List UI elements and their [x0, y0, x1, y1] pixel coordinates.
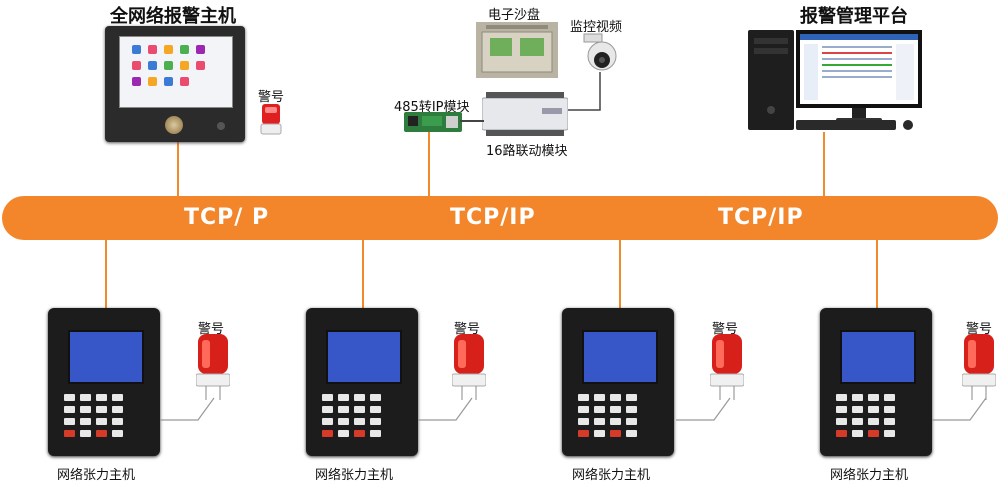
camera-label: 监控视频 [570, 20, 623, 35]
tension-host-alarm-label: 警号 [966, 322, 993, 337]
linkage-module-box [482, 92, 568, 136]
bus-label-2: TCP/IP [450, 205, 536, 230]
host-fingerprint-button [165, 116, 183, 134]
sand-table-image [476, 22, 558, 78]
alarm-lamp-icon [962, 334, 996, 400]
keyboard-icon [796, 120, 896, 130]
tension-host-label: 网络张力主机 [57, 468, 136, 483]
camera-cable [560, 72, 601, 111]
main-host-title: 全网络报警主机 [110, 6, 236, 27]
module-connector [460, 120, 484, 122]
alarm-lamp-icon [452, 334, 486, 400]
tension-host-device [48, 308, 160, 456]
keypad-link-3 [619, 238, 621, 310]
tension-host-label: 网络张力主机 [572, 468, 651, 483]
tcp-ip-bus [2, 196, 998, 240]
sand-table-label: 电子沙盘 [488, 8, 541, 23]
tension-host-screen [840, 330, 916, 384]
tension-host-label: 网络张力主机 [315, 468, 394, 483]
keypad-link-1 [105, 238, 107, 310]
platform-link [823, 132, 825, 198]
tension-host-screen [68, 330, 144, 384]
tension-host-alarm-label: 警号 [198, 322, 225, 337]
mouse-icon [903, 120, 913, 130]
host-touch-screen [119, 36, 233, 108]
tension-host-device [306, 308, 418, 456]
host-alarm-label: 警号 [258, 90, 285, 105]
alarm-lamp-icon [710, 334, 744, 400]
alarm-lamp-icon [196, 334, 230, 400]
ip-module-label: 485转IP模块 [394, 100, 470, 115]
ip-module-board [404, 112, 462, 132]
pc-tower [748, 30, 794, 130]
module-link [428, 132, 430, 198]
platform-title: 报警管理平台 [800, 6, 908, 27]
keypad-link-2 [362, 238, 364, 310]
pc-monitor [796, 30, 922, 124]
bus-label-1: TCP/ P [184, 205, 270, 230]
main-host-link [177, 142, 179, 198]
tension-host-label: 网络张力主机 [830, 468, 909, 483]
tension-host-alarm-label: 警号 [712, 322, 739, 337]
tension-host-device [820, 308, 932, 456]
lamp-wire [932, 397, 987, 421]
dome-camera-icon [583, 33, 617, 71]
host-speaker-icon [217, 122, 225, 130]
alarm-siren-icon [260, 104, 282, 135]
main-alarm-host-device [105, 26, 245, 142]
linkage-module-label: 16路联动模块 [486, 144, 568, 159]
lamp-wire [418, 397, 473, 421]
lamp-wire [676, 397, 731, 421]
bus-label-3: TCP/IP [718, 205, 804, 230]
lamp-wire [160, 397, 215, 421]
keypad-link-4 [876, 238, 878, 310]
tension-host-device [562, 308, 674, 456]
tension-host-screen [326, 330, 402, 384]
tension-host-alarm-label: 警号 [454, 322, 481, 337]
tension-host-screen [582, 330, 658, 384]
